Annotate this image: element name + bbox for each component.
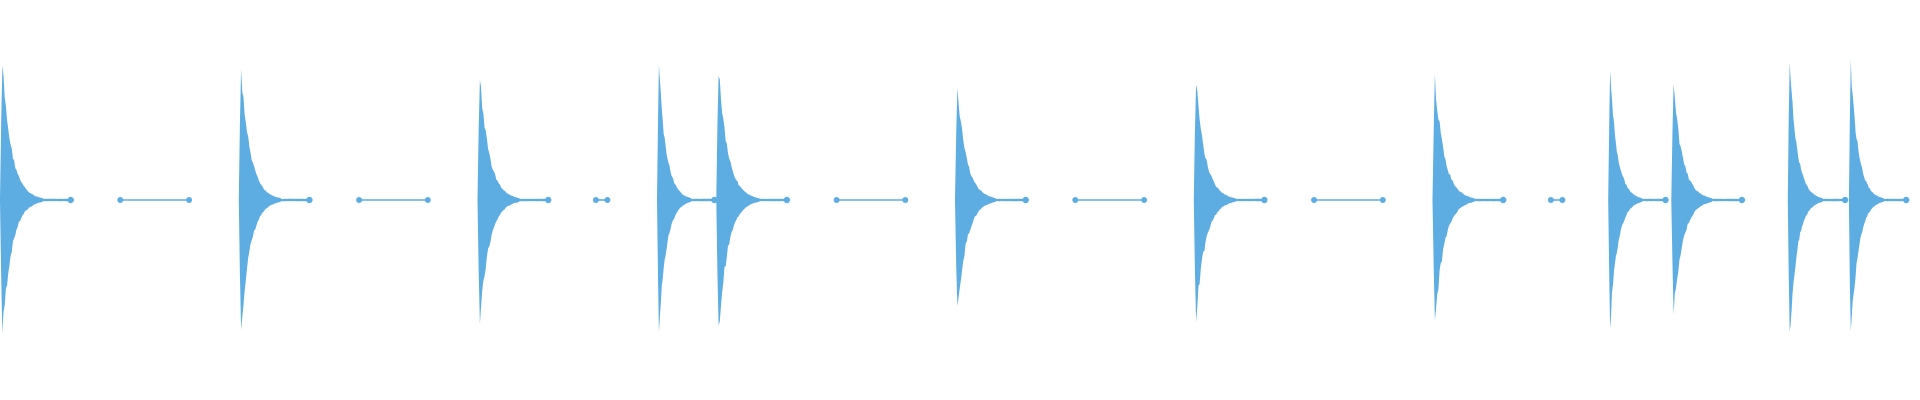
waveform-hit	[1432, 73, 1504, 321]
waveform-hit-tail	[1841, 196, 1849, 204]
waveform-silence-start	[1072, 197, 1079, 203]
waveform-hit-tail	[1903, 196, 1910, 204]
waveform-hit	[1787, 62, 1846, 333]
waveform-silence-end	[1559, 197, 1566, 203]
waveform-hit-tail	[1022, 196, 1029, 204]
waveform-silence-start	[1311, 197, 1318, 203]
waveform-hit	[1671, 84, 1742, 315]
waveform-hit-tail	[711, 196, 718, 204]
waveform-hit-tail	[67, 196, 74, 204]
waveform-hit-tail	[1261, 196, 1268, 204]
waveform-hit	[657, 64, 715, 333]
waveform-silence-end	[1379, 197, 1386, 203]
waveform-hit	[238, 69, 310, 330]
waveform-hit-tail	[306, 196, 313, 204]
waveform-hit-tail	[1662, 196, 1669, 204]
waveform-silence-end	[424, 197, 431, 203]
waveform-silence-start	[1547, 197, 1554, 203]
waveform-silence-end	[604, 197, 611, 203]
waveform-hit-tail	[545, 196, 552, 204]
waveform-silence-end	[902, 197, 909, 203]
waveform-silence-start	[117, 197, 124, 203]
waveform-hit	[955, 87, 1026, 306]
waveform-hit	[716, 75, 787, 326]
waveform-hit	[477, 79, 549, 324]
waveform-hit	[1848, 58, 1907, 332]
waveform-silence-end	[1141, 197, 1148, 203]
waveform-silence-end	[186, 197, 193, 203]
waveform-silence-start	[592, 197, 599, 203]
waveform-hit-tail	[1738, 196, 1746, 204]
waveform-hit-tail	[1500, 196, 1507, 204]
waveform-hit	[1608, 70, 1666, 329]
waveform-hit	[1193, 84, 1265, 323]
waveform-hit-tail	[783, 196, 791, 204]
waveform-silence-start	[356, 197, 363, 203]
waveform-hit	[0, 65, 71, 334]
waveform-silence-start	[833, 197, 840, 203]
